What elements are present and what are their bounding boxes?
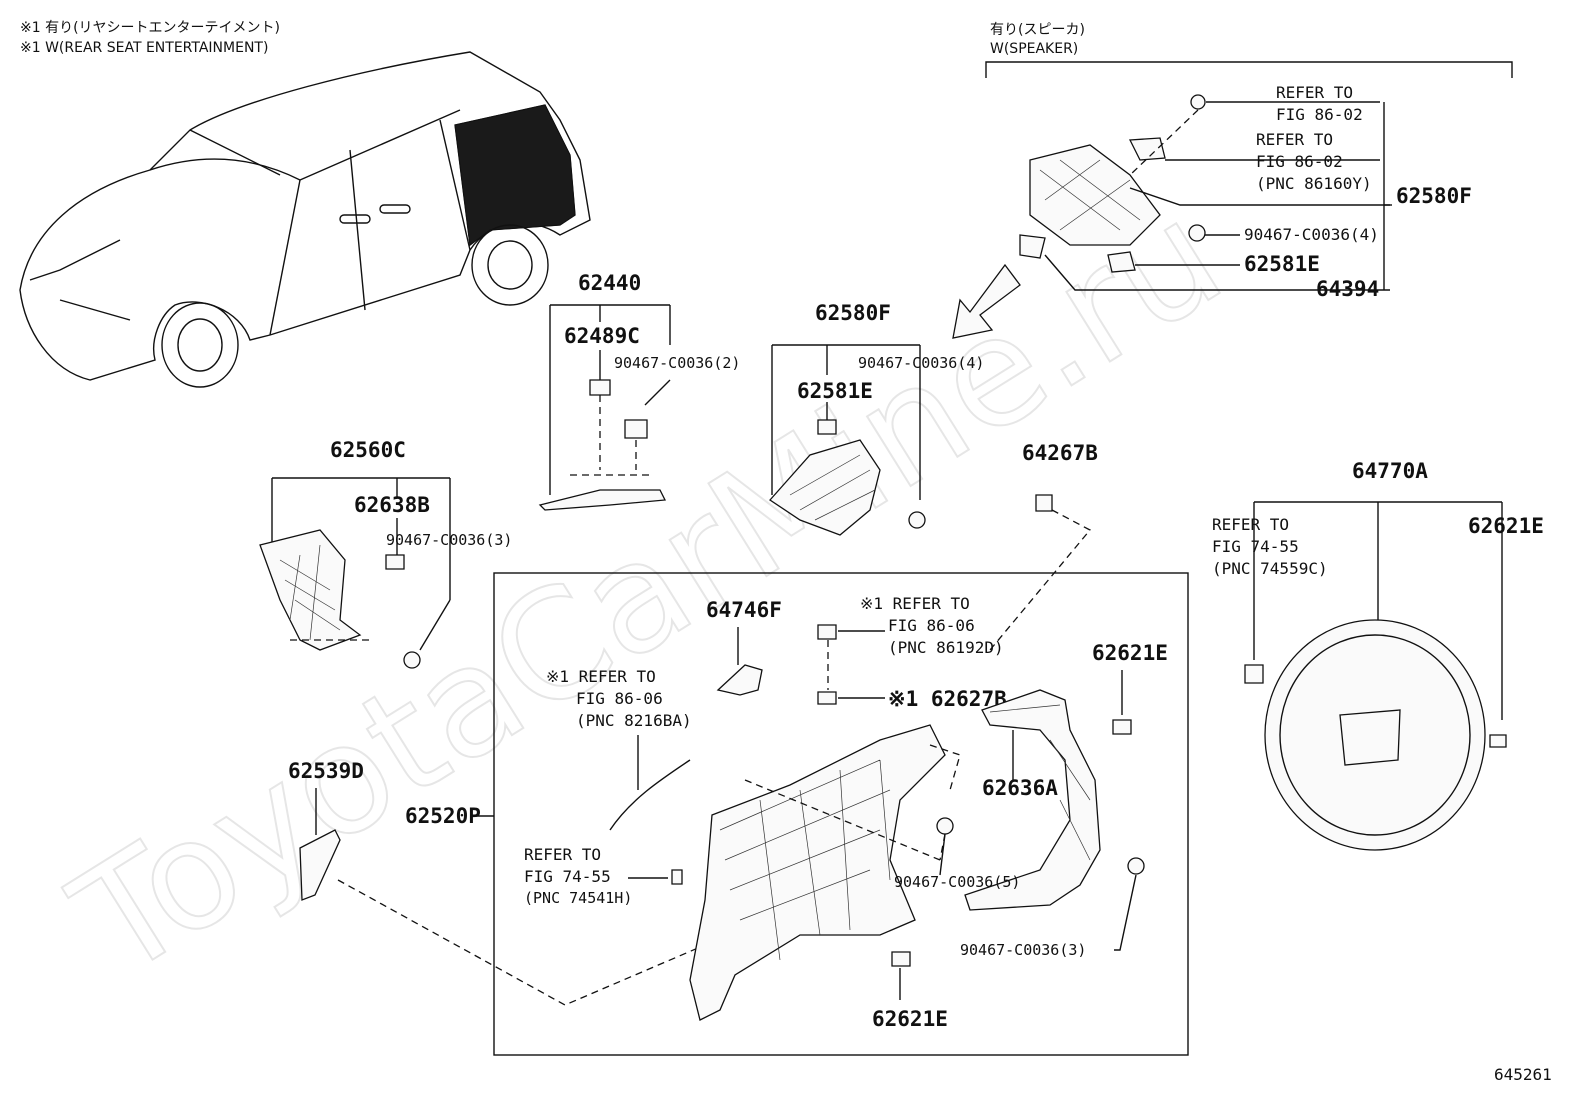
ref-74559C-line2: FIG 74-55	[1212, 537, 1299, 556]
ref-74559C-line3: (PNC 74559C)	[1212, 559, 1328, 578]
ref-74559C-line1: REFER TO	[1212, 515, 1289, 534]
speaker-ref2-line2: FIG 86-02	[1256, 152, 1343, 171]
speaker-group	[1019, 94, 1392, 291]
ref-86192D-line2: FIG 86-06	[888, 616, 975, 635]
part-64267B: 64267B	[1022, 441, 1098, 465]
ref-74541H-line3: (PNC 74541H)	[524, 889, 632, 907]
part-62581E-speaker: 62581E	[1244, 252, 1320, 276]
part-62621E-bottom: 62621E	[872, 1007, 948, 1031]
part-90467-C0036-5: 90467-C0036(5)	[894, 873, 1020, 891]
speaker-note-jp: 有り(スピーカ)	[990, 22, 1085, 38]
vehicle-illustration	[19, 51, 591, 388]
direction-arrow	[952, 263, 1021, 339]
part-62440: 62440	[578, 271, 641, 295]
part-64394: 64394	[1316, 277, 1379, 301]
trim-panel-62636A	[964, 689, 1101, 911]
part-90467-C0036-2: 90467-C0036(2)	[614, 354, 740, 372]
note-jp: ※1 有り(リヤシートエンターテイメント)	[20, 20, 280, 36]
part-62580F-main: 62580F	[815, 301, 891, 325]
part-62539D: 62539D	[288, 759, 364, 783]
speaker-note-en: W(SPEAKER)	[990, 41, 1078, 57]
speaker-ref1-line2: FIG 86-02	[1276, 105, 1363, 124]
part-62627B: ※1 62627B	[888, 687, 1007, 711]
part-62638B: 62638B	[354, 493, 430, 517]
speaker-bracket	[985, 61, 1513, 78]
part-90467-C0036-4: 90467-C0036(4)	[858, 354, 984, 372]
part-62621E-right: 62621E	[1468, 514, 1544, 538]
ref-8216BA-line2: FIG 86-06	[576, 689, 663, 708]
part-62636A: 62636A	[982, 776, 1058, 800]
part-62489C: 62489C	[564, 324, 640, 348]
trim-panel-62520P	[689, 724, 946, 1021]
part-64770A: 64770A	[1352, 459, 1428, 483]
speaker-ref2-line3: (PNC 86160Y)	[1256, 174, 1372, 193]
speaker-ref2-line1: REFER TO	[1256, 130, 1333, 149]
part-62560C: 62560C	[330, 438, 406, 462]
note-en: ※1 W(REAR SEAT ENTERTAINMENT)	[20, 40, 268, 56]
assembly-box-62520P	[493, 572, 1189, 1056]
part-62520P: 62520P	[405, 804, 481, 828]
speaker-ref1-line1: REFER TO	[1276, 83, 1353, 102]
part-62580F-speaker: 62580F	[1396, 184, 1472, 208]
part-90467-C0036-4-speaker: 90467-C0036(4)	[1244, 225, 1379, 244]
ref-8216BA-line1: ※1 REFER TO	[546, 667, 656, 686]
ref-74541H-line2: FIG 74-55	[524, 867, 611, 886]
ref-74541H-line1: REFER TO	[524, 845, 601, 864]
ref-86192D-line3: (PNC 86192D)	[888, 638, 1004, 657]
ref-86192D-line1: ※1 REFER TO	[860, 594, 970, 613]
part-90467-C0036-3-left: 90467-C0036(3)	[386, 531, 512, 549]
diagram-id: 645261	[1494, 1065, 1552, 1084]
part-62581E: 62581E	[797, 379, 873, 403]
part-62621E-top: 62621E	[1092, 641, 1168, 665]
part-90467-C0036-3-right: 90467-C0036(3)	[960, 941, 1086, 959]
ref-8216BA-line3: (PNC 8216BA)	[576, 711, 692, 730]
part-64746F: 64746F	[706, 598, 782, 622]
